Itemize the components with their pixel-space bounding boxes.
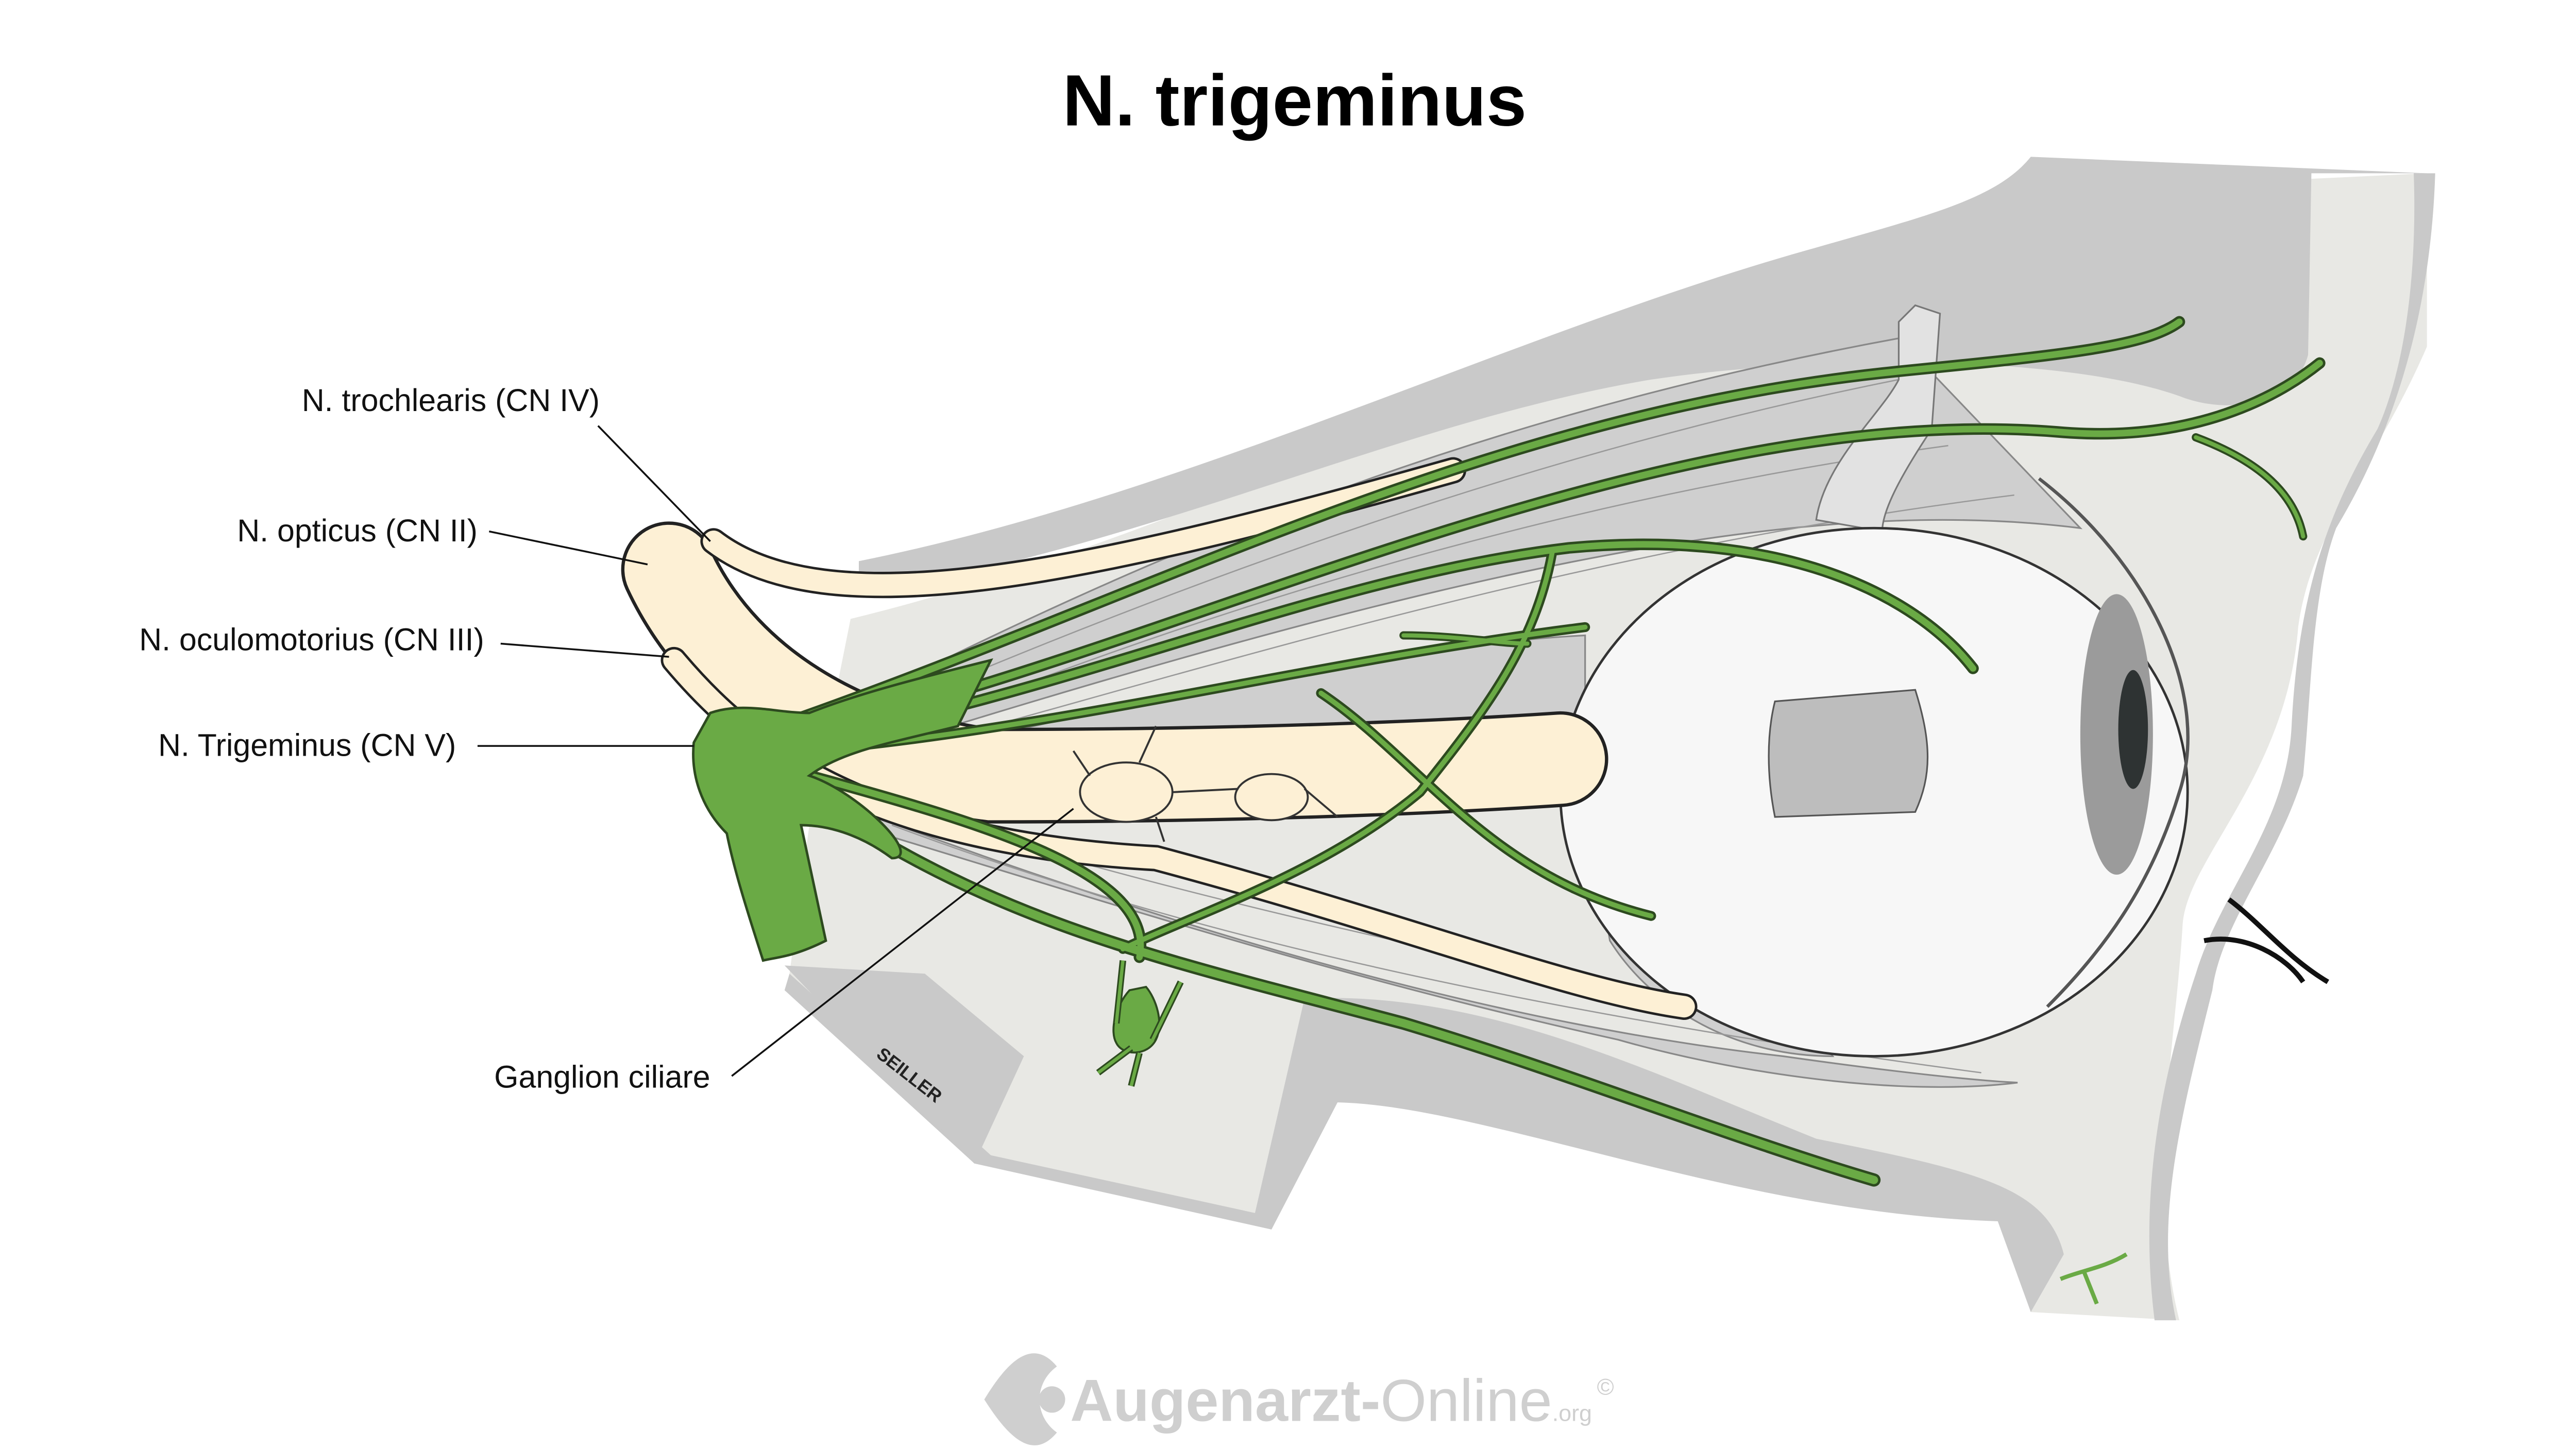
trigeminal-branches-fill [773,318,2323,1184]
logo-name: Augenarzt- [1070,1368,1380,1434]
trochlea [1815,304,1941,533]
trigeminal-trunk [692,658,993,962]
facial-nerve-twig [2059,1252,2128,1305]
ciliary-ganglion [1072,725,1338,842]
leader-oculomotorius [500,642,669,658]
label-ganglion-ciliare: Ganglion ciliare [494,1059,710,1094]
bone-floor [784,974,2064,1312]
optic-nerve [624,524,1605,821]
rectus-tendon [1768,689,1929,818]
label-opticus: N. opticus (CN II) [237,513,478,548]
trochlear-nerve [703,459,1464,596]
bone-right [2149,173,2435,1321]
iris [2080,594,2153,875]
logo-copyright: © [1597,1373,1614,1400]
leader-ganglion [731,808,1074,1077]
label-oculomotorius: N. oculomotorius (CN III) [139,622,484,657]
eyelid-lower [2204,936,2306,983]
bone-floor-wedge [784,965,1024,1164]
label-trigeminus: N. Trigeminus (CN V) [158,727,456,762]
leader-opticus [488,530,648,566]
diagram-title: N. trigeminus [1062,59,1527,141]
label-trochlearis: N. trochlearis (CN IV) [302,383,600,418]
cornea [2038,477,2190,1008]
eyelid-upper [2227,897,2329,984]
trigeminal-maxillary-branch [1096,960,1184,1087]
logo-text: Augenarzt-Online.org© [1070,1368,1614,1434]
label-group [477,425,1074,1077]
pupil [2118,670,2148,789]
logo-name2: Online [1380,1368,1552,1434]
augenarzt-online-logo: Augenarzt-Online.org© [984,1353,1614,1445]
logo-tld: .org [1552,1400,1592,1426]
bone-roof [858,157,2427,594]
leader-trochlearis [597,425,711,542]
logo-eye-icon [984,1353,1057,1445]
